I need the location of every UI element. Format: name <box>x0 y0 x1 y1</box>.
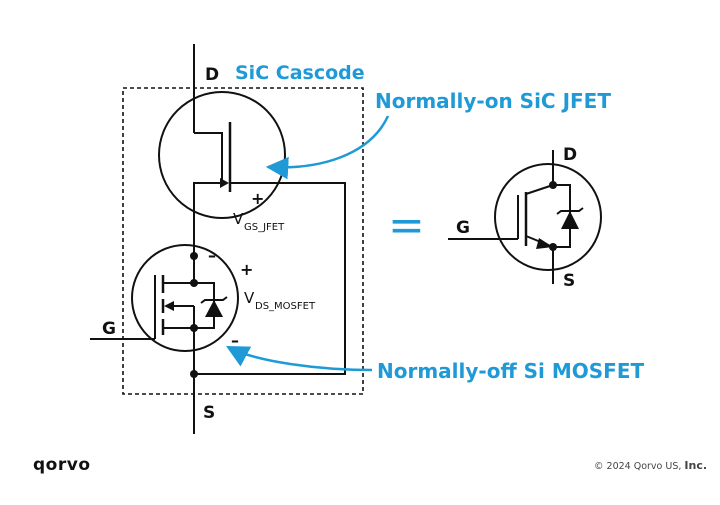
mosfet-callout-arrow <box>226 345 373 372</box>
jfet-symbol <box>158 91 286 219</box>
mosfet-diode-bar <box>200 296 228 304</box>
junction-dot <box>190 279 198 287</box>
mosfet-callout-label: Normally-off Si MOSFET <box>377 359 644 383</box>
jfet-callout-label: Normally-on SiC JFET <box>375 89 611 113</box>
vds-label: V <box>244 289 255 307</box>
vgs-subscript: GS_JFET <box>244 222 285 233</box>
vds-subscript: DS_MOSFET <box>255 301 316 312</box>
gate-label: G <box>102 319 116 339</box>
jfet-callout-arrow <box>265 115 390 180</box>
mosfet-source-conn <box>163 327 195 434</box>
equiv-diode-bar <box>556 207 584 215</box>
equiv-drain-label: D <box>563 145 577 165</box>
equiv-drain-conn <box>525 184 554 195</box>
mosfet-symbol <box>131 244 239 352</box>
copyright-inc: Inc. <box>684 459 707 472</box>
vds-plus: + <box>240 260 253 279</box>
diagram-title: SiC Cascode <box>235 62 365 84</box>
vgs-minus: – <box>208 246 216 265</box>
qorvo-logo: qorvo <box>33 455 91 475</box>
equiv-gate-label: G <box>456 218 470 238</box>
source-label: S <box>203 403 215 423</box>
equiv-source-label: S <box>563 271 575 291</box>
gate-feedback-loop <box>194 182 346 375</box>
junction-dot <box>549 181 557 189</box>
equiv-body-diode <box>561 211 579 229</box>
equiv-diode-wire <box>553 184 571 248</box>
jfet-source-path <box>193 182 222 256</box>
junction-dot <box>549 243 557 251</box>
equivalent-device-symbol <box>494 163 602 271</box>
equals-sign: = <box>388 200 425 251</box>
equiv-source-arrow <box>536 238 553 249</box>
junction-dot <box>190 324 198 332</box>
cascode-boundary <box>122 87 364 395</box>
vgs-plus: + <box>251 189 264 208</box>
mosfet-drain-conn <box>163 256 195 284</box>
copyright-notice: © 2024 Qorvo US, Inc. <box>594 459 707 472</box>
jfet-gate-arrow <box>220 178 229 188</box>
mosfet-body-diode <box>205 300 223 317</box>
copyright-text: © 2024 Qorvo US, <box>594 461 684 472</box>
drain-label: D <box>205 65 219 85</box>
junction-dot <box>190 252 198 260</box>
junction-dot <box>190 370 198 378</box>
vds-minus: – <box>231 331 239 350</box>
jfet-drain-path <box>194 132 223 183</box>
mosfet-body-arrow <box>164 301 174 311</box>
vgs-label: V <box>233 210 244 228</box>
mosfet-diode-wire <box>194 282 215 329</box>
